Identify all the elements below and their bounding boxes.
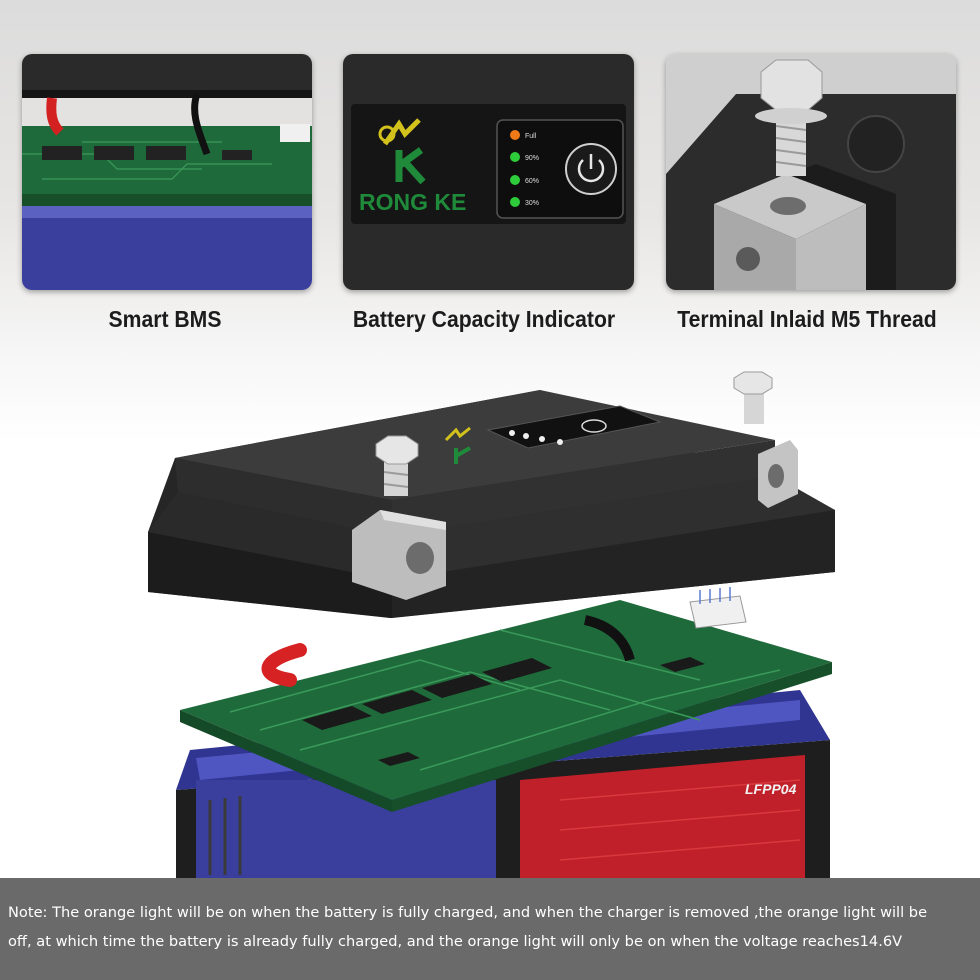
note-line-2: off, at which time the battery is alread… [8, 933, 903, 950]
power-icon [565, 143, 617, 195]
led-level-list: Full 90% 60% 30% [510, 130, 539, 207]
bms-pcb [180, 600, 832, 800]
led-30 [510, 197, 520, 207]
cell-label: LFPP04 [745, 781, 797, 797]
charging-note: Note: The orange light will be on when t… [0, 878, 980, 980]
terminal-panel [666, 54, 956, 290]
red-wire [261, 643, 307, 687]
indicator-photo: RONG KE Full 90% 60% 30% [343, 54, 634, 290]
battery-exploded-view: LFPP04 [148, 371, 835, 880]
led-90-label: 90% [525, 155, 539, 162]
terminal-photo [666, 54, 956, 290]
balance-connector [689, 595, 747, 629]
led-90 [510, 152, 520, 162]
battery-lid [148, 390, 835, 618]
black-wire [583, 615, 635, 662]
lid-indicator-module [486, 405, 662, 449]
note-line-1: Note: The orange light will be on when t… [8, 904, 928, 921]
caption-smart-bms: Smart BMS [108, 306, 222, 332]
led-60 [510, 175, 520, 185]
rong-ke-logo [378, 118, 426, 185]
terminal-left [352, 435, 446, 600]
led-full [510, 130, 520, 140]
bms-photo [22, 54, 312, 290]
led-full-label: Full [525, 133, 537, 140]
capacity-indicator-panel: RONG KE Full 90% 60% 30% [343, 54, 634, 290]
smart-bms-panel [22, 54, 312, 290]
lid-logo [444, 426, 471, 464]
led-30-label: 30% [525, 200, 539, 207]
terminal-right [733, 371, 798, 508]
mosfet-chips [302, 657, 705, 766]
brand-logo-text: RONG KE [359, 189, 466, 215]
led-60-label: 60% [525, 178, 539, 185]
caption-capacity-indicator: Battery Capacity Indicator [352, 306, 616, 332]
caption-terminal-thread: Terminal Inlaid M5 Thread [677, 306, 937, 332]
